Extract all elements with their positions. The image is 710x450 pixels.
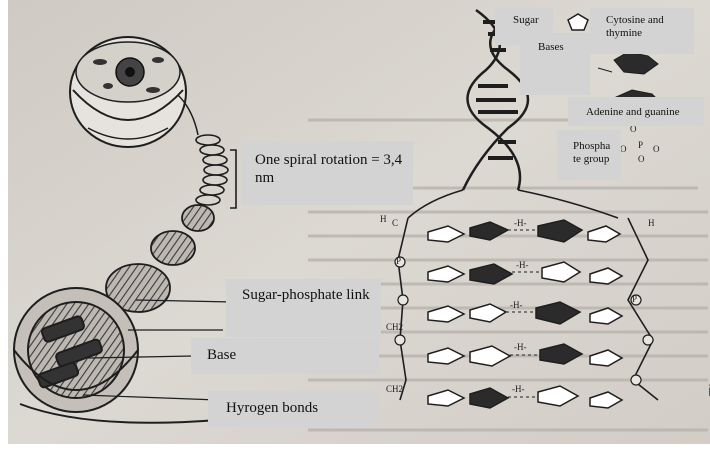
svg-text:O: O	[653, 144, 660, 154]
chem-hbond-label-5: -H-	[512, 384, 525, 394]
chem-h-label: H	[380, 214, 387, 224]
chem-hbond-label-4: -H-	[514, 342, 527, 352]
chem-hbond-label-3: -H-	[510, 300, 523, 310]
chem-ch2-label-1: CH2	[386, 322, 403, 332]
bases-key-label: Bases	[520, 33, 590, 95]
chem-c-label: C	[392, 218, 398, 228]
chem-p-label: P	[396, 256, 401, 266]
dna-diagram: H C CH2 CH2 H P P -H- -H- -H- -H- -H- O …	[8, 0, 710, 444]
textbook-photo: H C CH2 CH2 H P P -H- -H- -H- -H- -H- O …	[8, 0, 710, 444]
adenine-guanine-key-label: Adenine and guanine	[568, 97, 704, 126]
svg-text:O: O	[638, 154, 645, 164]
chem-hbond-label-2: -H-	[516, 260, 529, 270]
phosphate-group-key-label: Phospha te group	[557, 130, 621, 180]
chem-hbond-label-1: -H-	[514, 218, 527, 228]
svg-text:O: O	[620, 144, 627, 154]
svg-text:P: P	[638, 140, 643, 150]
one-spiral-rotation-label: One spiral rotation = 3,4 nm	[241, 141, 413, 205]
cytosine-thymine-key-label: Cytosine and thymine	[590, 8, 694, 54]
chem-ch2-label-2: CH2	[386, 384, 403, 394]
sugar-phosphate-link-label: Sugar-phosphate link	[226, 279, 381, 337]
chem-h-label-right: H	[648, 218, 655, 228]
hydrogen-bonds-label: Hyrogen bonds	[208, 391, 378, 427]
chem-p-label-right: P	[632, 294, 637, 304]
base-label: Base	[191, 338, 379, 374]
